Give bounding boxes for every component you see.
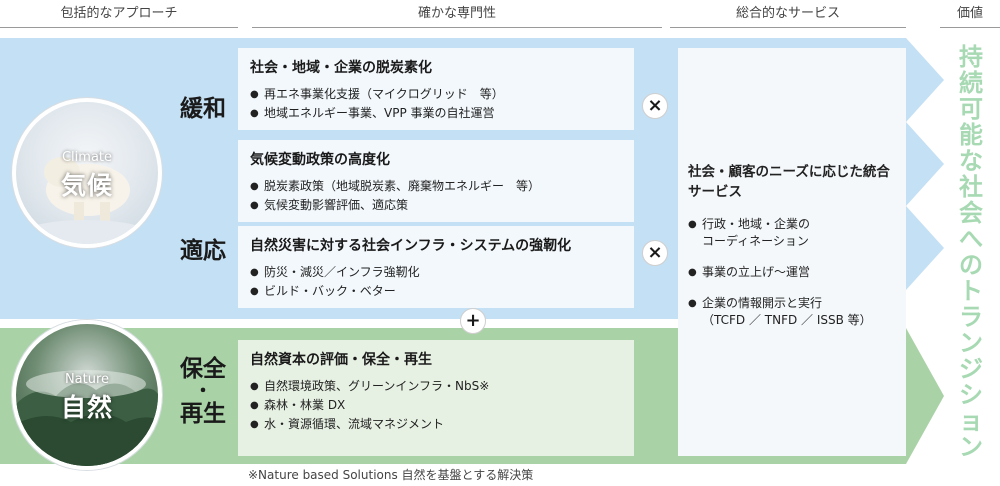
box-item: 防災・減災／インフラ強靭化 <box>250 263 622 282</box>
header-expertise: 確かな専門性 <box>417 6 496 21</box>
service-item: 行政・地域・企業の コーディネーション <box>688 216 896 250</box>
service-item: 企業の情報開示と実行 （TCFD ／ TNFD ／ ISSB 等） <box>688 295 896 329</box>
nature-label-en: Nature <box>64 372 110 387</box>
box-item: 水・資源循環、流域マネジメント <box>250 415 622 434</box>
climate-label-en: Climate <box>61 150 113 165</box>
forest-icon <box>16 370 158 466</box>
box-item: 森林・林業 DX <box>250 396 622 415</box>
climate-circle: Climate 気候 <box>12 98 162 248</box>
times-operator: × <box>642 240 668 266</box>
box-title: 自然災害に対する社会インフラ・システムの強靭化 <box>250 238 572 254</box>
plus-operator: + <box>460 308 486 334</box>
box-decarbonization: 社会・地域・企業の脱炭素化 再エネ事業化支援（マイクログリッド 等） 地域エネル… <box>238 48 634 130</box>
category-mitigation: 緩和 <box>180 96 226 122</box>
box-item: 脱炭素政策（地域脱炭素、廃棄物エネルギー 等） <box>250 177 622 196</box>
service-title: 社会・顧客のニーズに応じた統合サービス <box>688 164 890 200</box>
header-divider-approach <box>0 27 238 28</box>
integrated-service-panel: 社会・顧客のニーズに応じた統合サービス 行政・地域・企業の コーディネーション … <box>678 48 906 456</box>
box-item: ビルド・バック・ベター <box>250 282 622 301</box>
category-adaptation: 適応 <box>180 238 226 264</box>
box-resilience: 自然災害に対する社会インフラ・システムの強靭化 防災・減災／インフラ強靭化 ビル… <box>238 226 634 308</box>
nature-circle: Nature 自然 <box>12 320 162 470</box>
box-title: 社会・地域・企業の脱炭素化 <box>250 60 432 76</box>
value-transition-text: 持続可能な社会へのトランジション <box>959 43 983 461</box>
polar-bear-icon <box>26 157 146 244</box>
box-item: 自然環境政策、グリーンインフラ・NbS※ <box>250 377 622 396</box>
footnote: ※Nature based Solutions 自然を基盤とする解決策 <box>248 468 534 482</box>
box-item: 気候変動影響評価、適応策 <box>250 196 622 215</box>
box-natural-capital: 自然資本の評価・保全・再生 自然環境政策、グリーンインフラ・NbS※ 森林・林業… <box>238 340 634 456</box>
box-item: 再エネ事業化支援（マイクログリッド 等） <box>250 85 622 104</box>
category-conservation: 保全 ・ 再生 <box>172 356 234 428</box>
times-operator: × <box>642 93 668 119</box>
header-divider-expertise <box>252 27 662 28</box>
box-title: 気候変動政策の高度化 <box>250 152 390 168</box>
header-divider-value <box>940 27 1000 28</box>
box-title: 自然資本の評価・保全・再生 <box>250 352 432 368</box>
climate-label-ja: 気候 <box>60 171 113 200</box>
box-item: 地域エネルギー事業、VPP 事業の自社運営 <box>250 104 622 123</box>
header-service: 総合的なサービス <box>735 6 840 21</box>
header-value: 価値 <box>956 6 983 21</box>
category-conservation-line2: 再生 <box>180 401 226 428</box>
header-divider-service <box>670 27 906 28</box>
category-conservation-dot: ・ <box>194 381 212 403</box>
box-climate-policy: 気候変動政策の高度化 脱炭素政策（地域脱炭素、廃棄物エネルギー 等） 気候変動影… <box>238 140 634 222</box>
header-approach: 包括的なアプローチ <box>60 6 178 21</box>
service-item: 事業の立上げ～運営 <box>688 264 896 281</box>
nature-label-ja: 自然 <box>60 393 113 422</box>
category-conservation-line1: 保全 <box>180 356 226 382</box>
